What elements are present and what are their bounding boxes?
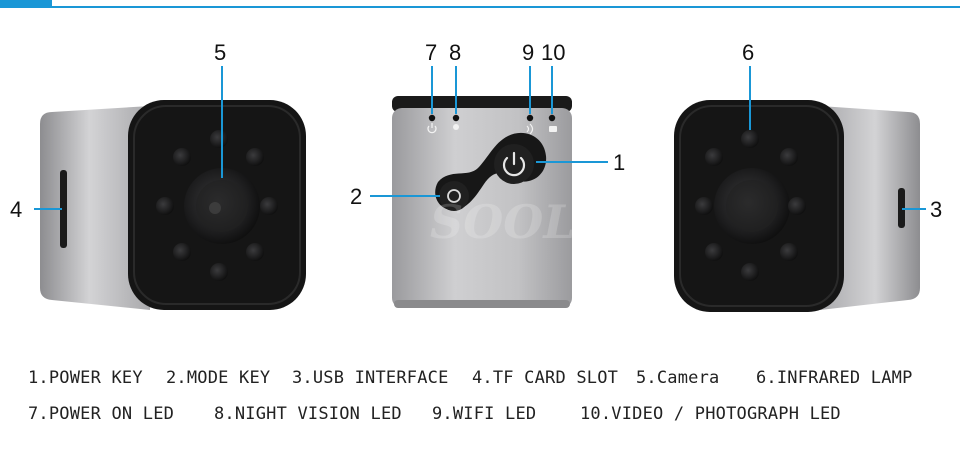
mode-key[interactable]	[439, 181, 469, 211]
infrared-lamps-right	[695, 130, 806, 281]
legend-item-tf-card-slot: 4.TF CARD SLOT	[472, 368, 619, 388]
power-icon	[502, 156, 526, 177]
callout-4: 4	[10, 197, 22, 222]
legend-item-power-on-led: 7.POWER ON LED	[28, 404, 175, 424]
wifi-led-icon	[526, 123, 534, 135]
watermark: SOOLEER	[430, 195, 684, 249]
header-accent-line	[0, 6, 960, 8]
legend-item-wifi-led: 9.WIFI LED	[432, 404, 537, 424]
legend-item-infrared-lamp: 6.INFRARED LAMP	[756, 368, 913, 388]
legend: 1.POWER KEY 2.MODE KEY 3.USB INTERFACE 4…	[0, 360, 960, 440]
header-accent-block	[0, 0, 52, 6]
mode-icon	[447, 189, 461, 203]
camera-front-right-view	[674, 100, 920, 312]
infrared-lamps-left	[156, 130, 278, 281]
camera-illustration: SOOLEER	[10, 40, 942, 312]
callout-8: 8	[449, 40, 461, 65]
callout-5: 5	[214, 40, 226, 65]
legend-item-mode-key: 2.MODE KEY	[166, 368, 271, 388]
callout-9: 9	[522, 40, 534, 65]
camera-back-view: SOOLEER	[392, 96, 684, 308]
callout-3: 3	[930, 197, 942, 222]
power-led-icon	[427, 125, 437, 134]
legend-item-camera: 5.Camera	[636, 368, 720, 388]
callout-7: 7	[425, 40, 437, 65]
callout-10: 10	[541, 40, 565, 65]
callout-2: 2	[350, 184, 362, 209]
legend-item-usb-interface: 3.USB INTERFACE	[292, 368, 449, 388]
camera-front-left-view	[40, 100, 306, 310]
callout-leaders	[34, 66, 926, 210]
legend-item-night-vision-led: 8.NIGHT VISION LED	[214, 404, 402, 424]
night-vision-led-icon	[453, 124, 459, 130]
callout-1: 1	[613, 150, 625, 175]
callout-6: 6	[742, 40, 754, 65]
camera-right-body-side	[820, 106, 920, 310]
legend-item-power-key: 1.POWER KEY	[28, 368, 143, 388]
header-accent-bar	[0, 0, 960, 8]
tf-card-slot	[60, 170, 67, 248]
usb-interface	[898, 188, 905, 228]
led-indicator-row	[427, 114, 557, 135]
camera-left-body-side	[40, 106, 150, 310]
legend-item-video-photograph-led: 10.VIDEO / PHOTOGRAPH LED	[580, 404, 841, 424]
video-led-icon	[549, 126, 557, 132]
